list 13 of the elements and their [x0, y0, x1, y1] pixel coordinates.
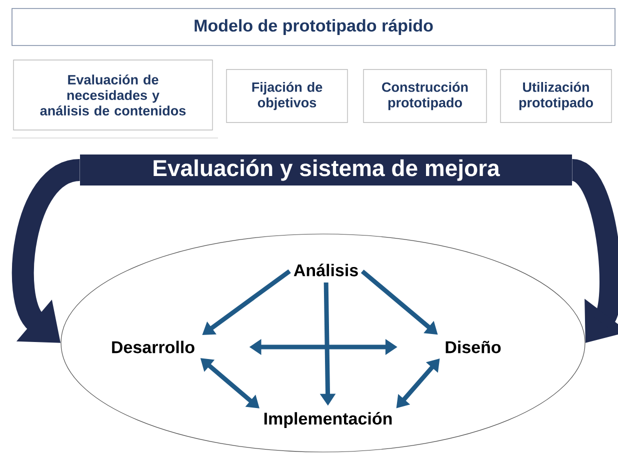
stage-label: Implementación — [264, 412, 392, 428]
process-box: Evaluación de necesidades y análisis de contenidos — [13, 60, 213, 130]
curved-arrow — [12, 159, 82, 343]
stage-label: Diseño — [446, 340, 501, 354]
process-box: Fijación de objetivos — [226, 69, 348, 123]
process-box: Construcción prototipado — [363, 69, 487, 123]
title-box: Modelo de prototipado rápido — [12, 8, 616, 46]
process-box: Utilización prototipado — [500, 69, 612, 123]
node-label: Evaluación y sistema de mejora — [154, 159, 500, 181]
stage-label: Desarrollo — [112, 340, 194, 354]
banner: Evaluación y sistema de mejora — [80, 154, 572, 186]
stage-label: Análisis — [294, 264, 358, 276]
cycle-ellipse — [60, 234, 586, 452]
